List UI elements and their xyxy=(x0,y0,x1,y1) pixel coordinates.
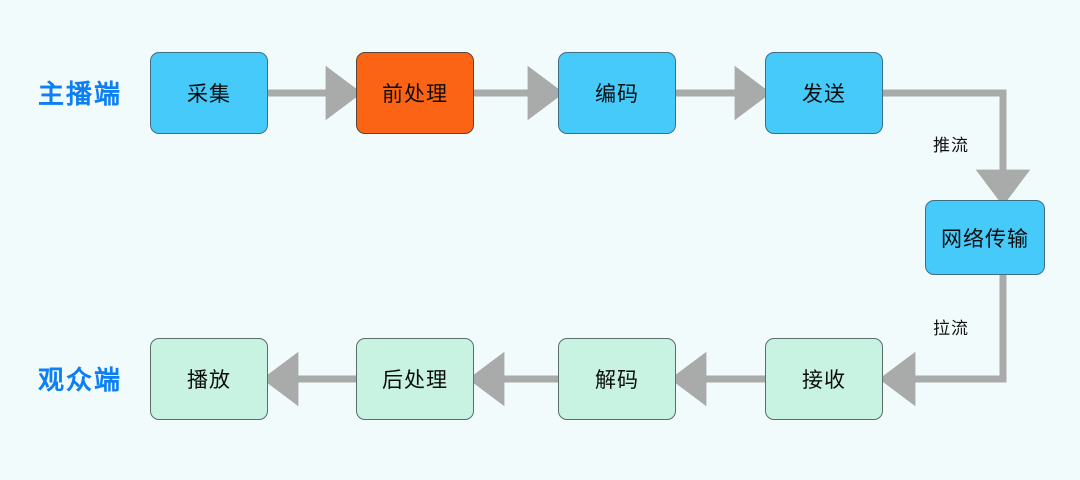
node-send[interactable]: 发送 xyxy=(765,52,883,134)
node-capture[interactable]: 采集 xyxy=(150,52,268,134)
node-encode[interactable]: 编码 xyxy=(558,52,676,134)
edge-label-push-stream: 推流 xyxy=(933,136,969,156)
node-preprocess[interactable]: 前处理 xyxy=(356,52,474,134)
lane-label-viewer: 观众端 xyxy=(38,366,123,396)
node-decode[interactable]: 解码 xyxy=(558,338,676,420)
node-network[interactable]: 网络传输 xyxy=(925,200,1045,275)
lane-label-broadcaster: 主播端 xyxy=(38,80,123,110)
node-play[interactable]: 播放 xyxy=(150,338,268,420)
node-receive[interactable]: 接收 xyxy=(765,338,883,420)
node-postprocess[interactable]: 后处理 xyxy=(356,338,474,420)
edge-label-pull-stream: 拉流 xyxy=(933,319,969,339)
